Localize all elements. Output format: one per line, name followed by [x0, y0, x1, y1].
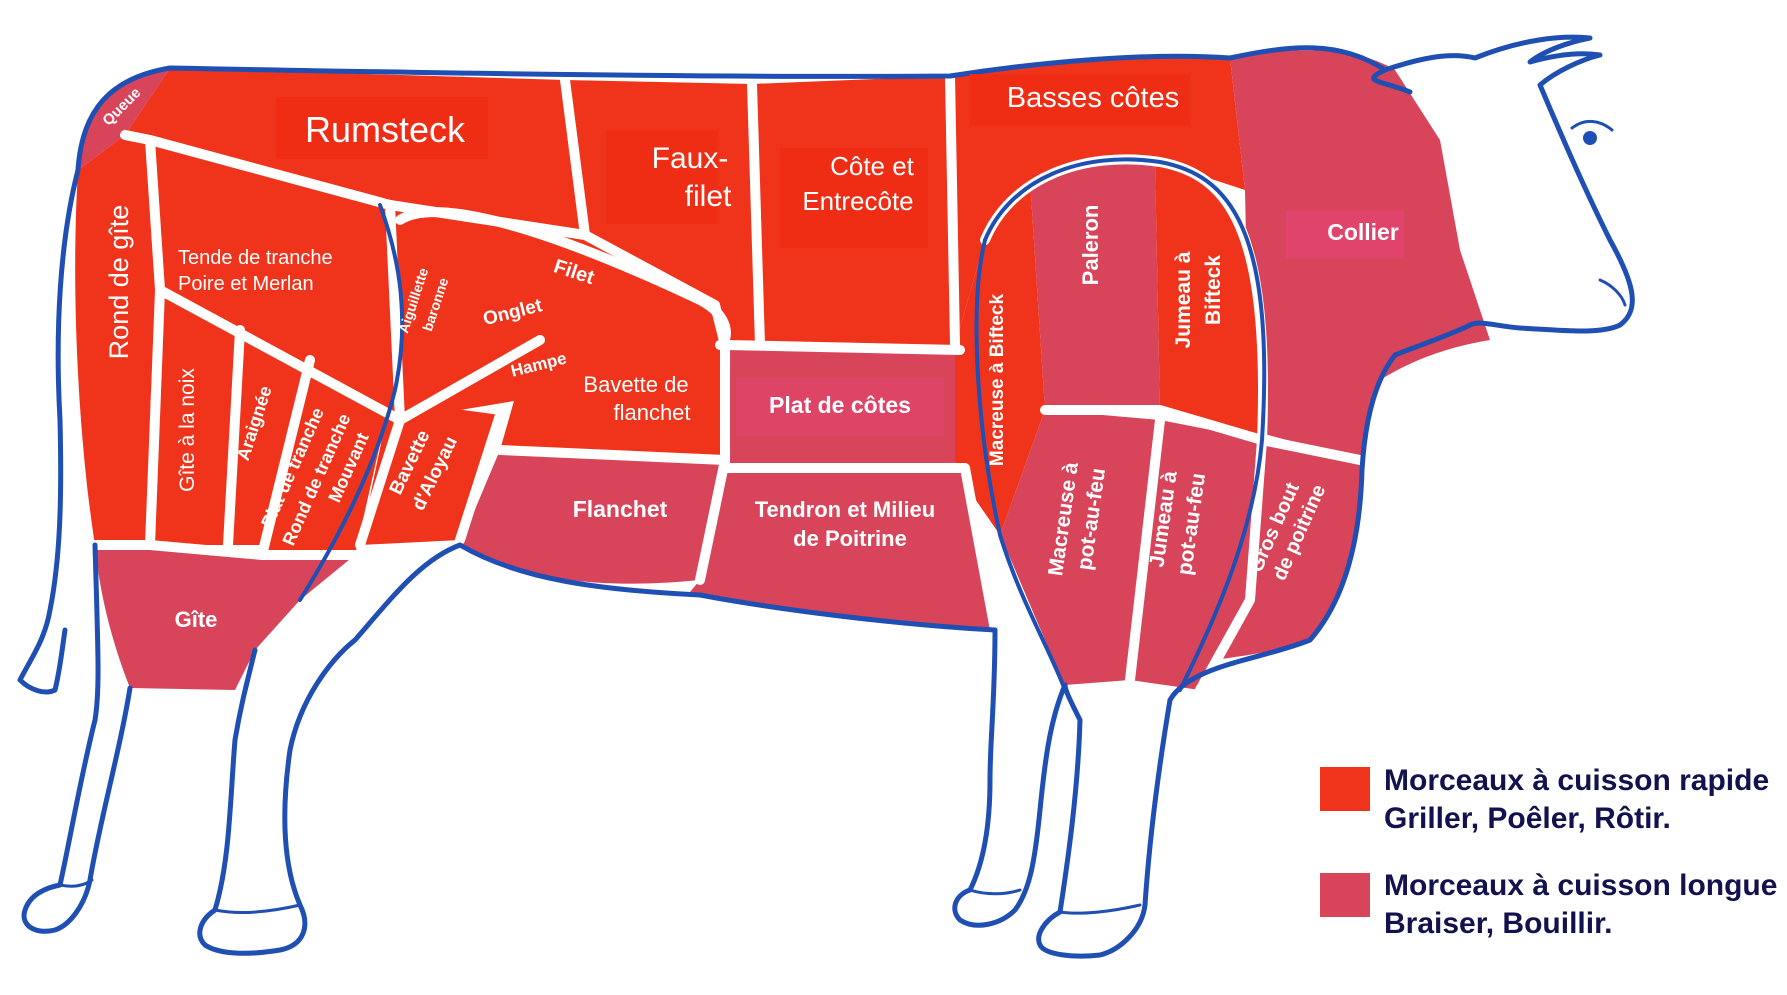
- label-jumeau-bifteck-1: Jumeau à: [1172, 251, 1195, 348]
- cow-eye: [1583, 131, 1597, 145]
- legend-long-line1: Morceaux à cuisson longue: [1384, 869, 1777, 902]
- outline-hoof-front-right: [1060, 905, 1140, 913]
- label-collier: Collier: [1327, 219, 1399, 245]
- cut-gite[interactable]: [95, 545, 355, 690]
- label-cote-2: Entrecôte: [802, 186, 913, 216]
- outline-nostril: [1600, 280, 1625, 305]
- label-faux-filet-1: Faux-: [652, 142, 729, 175]
- legend-swatch-rapid: [1320, 767, 1370, 811]
- label-rond-de-gite: Rond de gîte: [104, 205, 134, 360]
- legend-swatch-long: [1320, 873, 1370, 917]
- label-flanchet: Flanchet: [573, 496, 668, 522]
- legend: Morceaux à cuisson rapide Griller, Poêle…: [1320, 764, 1777, 940]
- outline-front-leg-left: [955, 630, 1065, 925]
- label-tende-2: Poire et Merlan: [178, 273, 314, 295]
- outline-hoof-front-left: [970, 890, 1020, 894]
- label-tendron-1: Tendron et Milieu: [755, 497, 935, 522]
- outline-front-leg-right: [1039, 685, 1170, 956]
- label-rumsteck: Rumsteck: [305, 109, 466, 150]
- label-tende-1: Tende de tranche: [178, 247, 333, 269]
- label-jumeau-bifteck-2: Bifteck: [1202, 255, 1225, 325]
- label-tendron-2: de Poitrine: [793, 526, 907, 551]
- label-faux-filet-2: filet: [685, 180, 732, 213]
- label-macreuse-bifteck: Macreuse à Bifteck: [987, 294, 1008, 467]
- label-paleron: Paleron: [1078, 205, 1103, 286]
- label-bavette-flanchet-2: flanchet: [613, 400, 690, 425]
- label-basses-cotes: Basses côtes: [1007, 82, 1179, 114]
- label-plat-de-cotes: Plat de côtes: [769, 392, 911, 418]
- label-cote-1: Côte et: [830, 151, 915, 181]
- outline-eye-brow: [1572, 121, 1612, 130]
- label-gite: Gîte: [175, 607, 218, 632]
- legend-long-line2: Braiser, Bouillir.: [1384, 907, 1612, 940]
- outline-hoof-hind-front: [215, 905, 300, 912]
- label-bavette-flanchet-1: Bavette de: [583, 372, 688, 397]
- outline-tail: [20, 170, 78, 692]
- legend-rapid-line2: Griller, Poêler, Rôtir.: [1384, 802, 1671, 835]
- legend-rapid-line1: Morceaux à cuisson rapide: [1384, 764, 1769, 797]
- label-gite-noix: Gîte à la noix: [176, 368, 199, 492]
